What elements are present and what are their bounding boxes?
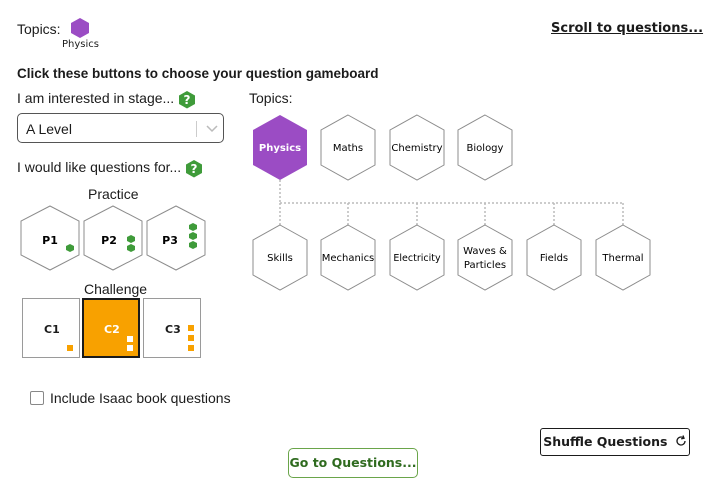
c1-label: C1 (44, 323, 60, 336)
level-square-icon (188, 325, 194, 331)
practice-label: Practice (88, 186, 139, 202)
challenge-label: Challenge (84, 281, 148, 297)
p3-label: P3 (162, 234, 178, 247)
chevron-down-icon (206, 125, 218, 133)
selected-topics-label: Topics: (17, 21, 61, 37)
topic-mechanics[interactable]: Mechanics (320, 224, 376, 291)
topic-thermal[interactable]: Thermal (595, 224, 651, 291)
p2-label: P2 (101, 234, 117, 247)
selected-topic-physics: Physics (62, 39, 99, 50)
svg-text:?: ? (191, 162, 198, 176)
go-to-questions-button[interactable]: Go to Questions... (288, 448, 418, 478)
level-square-icon (188, 335, 194, 341)
topic-waves-label-line1: Waves & (463, 246, 507, 257)
level-square-icon (188, 345, 194, 351)
practice-buttons: P1 P2 P3 (20, 205, 206, 271)
practice-p1-button[interactable]: P1 (20, 205, 80, 271)
challenge-c1-button[interactable]: C1 (22, 298, 80, 358)
topic-connectors (279, 180, 624, 225)
stage-label: I am interested in stage... ? (17, 90, 196, 109)
help-icon[interactable]: ? (178, 90, 196, 109)
practice-p3-button[interactable]: P3 (146, 205, 206, 271)
practice-p2-button[interactable]: P2 (83, 205, 143, 271)
subject-chemistry[interactable]: Chemistry (389, 114, 445, 181)
book-questions-checkbox[interactable] (30, 391, 44, 405)
topic-electricity[interactable]: Electricity (389, 224, 445, 291)
gameboard-heading: Click these buttons to choose your quest… (17, 66, 379, 81)
level-square-icon (127, 336, 133, 342)
topic-fields[interactable]: Fields (526, 224, 582, 291)
topic-waves-particles[interactable]: Waves & Particles (457, 224, 513, 291)
subject-biology[interactable]: Biology (457, 114, 513, 181)
level-hex-icon (127, 235, 135, 243)
topic-fields-label: Fields (540, 253, 568, 264)
shuffle-questions-label: Shuffle Questions (543, 434, 668, 449)
help-icon[interactable]: ? (185, 159, 203, 178)
c2-label: C2 (104, 323, 120, 336)
topic-thermal-label: Thermal (601, 253, 643, 264)
topic-waves-label-line2: Particles (464, 260, 506, 271)
topic-tree: Physics Maths Chemistry Biology Skills M… (252, 114, 651, 291)
subject-physics-label: Physics (259, 143, 301, 154)
level-hex-icon (189, 241, 197, 249)
level-square-icon (127, 345, 133, 351)
book-questions-label: Include Isaac book questions (50, 390, 231, 406)
topic-electricity-label: Electricity (393, 253, 441, 264)
challenge-c3-button[interactable]: C3 (143, 298, 201, 358)
svg-text:?: ? (184, 93, 191, 107)
level-hex-icon (189, 223, 197, 231)
scroll-to-questions-link[interactable]: Scroll to questions... (551, 21, 704, 36)
level-hex-icon (189, 232, 197, 240)
stage-select-value: A Level (26, 121, 72, 137)
level-square-icon (67, 345, 73, 351)
difficulty-label-text: I would like questions for... (17, 159, 182, 176)
select-divider (196, 121, 197, 137)
difficulty-label: I would like questions for... ? (17, 159, 203, 178)
p1-label: P1 (42, 234, 58, 247)
level-hex-icon (66, 244, 74, 252)
refresh-icon (676, 435, 686, 446)
subject-maths-label: Maths (333, 143, 363, 154)
topics-label: Topics: (249, 90, 293, 106)
stage-select[interactable]: A Level (17, 113, 224, 143)
subject-chemistry-label: Chemistry (391, 143, 442, 154)
level-hex-icon (127, 244, 135, 252)
topic-skills[interactable]: Skills (252, 224, 308, 291)
topic-mechanics-label: Mechanics (322, 253, 375, 264)
physics-hex-icon (71, 18, 89, 38)
shuffle-questions-button[interactable]: Shuffle Questions (540, 428, 690, 456)
challenge-c2-button[interactable]: C2 (82, 298, 140, 358)
book-questions-checkbox-row[interactable]: Include Isaac book questions (30, 390, 231, 406)
subject-physics[interactable]: Physics (253, 115, 307, 180)
topic-skills-label: Skills (267, 253, 293, 264)
subject-maths[interactable]: Maths (320, 114, 376, 181)
c3-label: C3 (165, 323, 181, 336)
subject-biology-label: Biology (467, 143, 504, 154)
stage-label-text: I am interested in stage... (17, 90, 175, 107)
